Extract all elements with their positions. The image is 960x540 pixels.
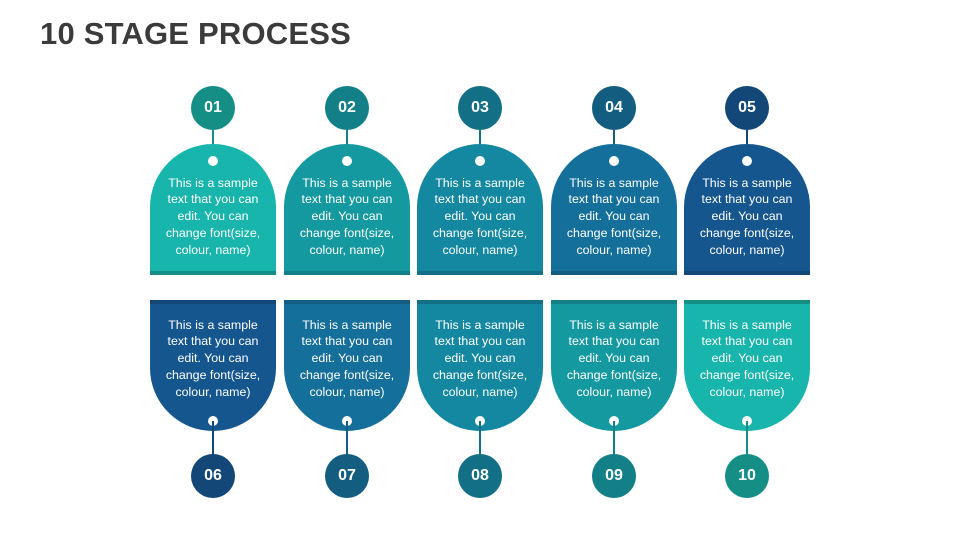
stage-text: This is a sample text that you can edit.… bbox=[432, 317, 528, 399]
page-title: 10 STAGE PROCESS bbox=[40, 16, 351, 51]
stage-07: This is a sample text that you can edit.… bbox=[284, 300, 410, 500]
card-base-bar bbox=[684, 300, 810, 304]
connector-dot bbox=[742, 156, 752, 166]
connector-line bbox=[613, 130, 615, 152]
stage-01: 01 This is a sample text that you can ed… bbox=[150, 86, 276, 282]
card-base-bar bbox=[417, 300, 543, 304]
stage-text: This is a sample text that you can edit.… bbox=[299, 317, 395, 399]
stage-card: This is a sample text that you can edit.… bbox=[417, 144, 543, 275]
stage-number-badge: 02 bbox=[325, 86, 369, 130]
stage-text: This is a sample text that you can edit.… bbox=[165, 317, 261, 399]
stage-text: This is a sample text that you can edit.… bbox=[699, 317, 795, 399]
stage-number-badge: 07 bbox=[325, 454, 369, 498]
stage-card: This is a sample text that you can edit.… bbox=[551, 300, 677, 431]
stage-05: 05 This is a sample text that you can ed… bbox=[684, 86, 810, 282]
stage-number-badge: 03 bbox=[458, 86, 502, 130]
stage-text: This is a sample text that you can edit.… bbox=[299, 175, 395, 257]
card-base-bar bbox=[417, 271, 543, 275]
stage-number-badge: 06 bbox=[191, 454, 235, 498]
stage-number-badge: 10 bbox=[725, 454, 769, 498]
stage-number-badge: 09 bbox=[592, 454, 636, 498]
card-base-bar bbox=[150, 300, 276, 304]
card-base-bar bbox=[684, 271, 810, 275]
stage-text: This is a sample text that you can edit.… bbox=[566, 175, 662, 257]
stage-text: This is a sample text that you can edit.… bbox=[566, 317, 662, 399]
connector-line bbox=[346, 421, 348, 455]
connector-line bbox=[746, 421, 748, 455]
stage-04: 04 This is a sample text that you can ed… bbox=[551, 86, 677, 282]
stage-02: 02 This is a sample text that you can ed… bbox=[284, 86, 410, 282]
connector-line bbox=[212, 421, 214, 455]
stage-08: This is a sample text that you can edit.… bbox=[417, 300, 543, 500]
connector-line bbox=[613, 421, 615, 455]
connector-dot bbox=[609, 156, 619, 166]
connector-line bbox=[746, 130, 748, 152]
stage-10: This is a sample text that you can edit.… bbox=[684, 300, 810, 500]
stage-03: 03 This is a sample text that you can ed… bbox=[417, 86, 543, 282]
stage-number-badge: 01 bbox=[191, 86, 235, 130]
connector-dot bbox=[475, 156, 485, 166]
card-base-bar bbox=[284, 300, 410, 304]
connector-dot bbox=[208, 156, 218, 166]
connector-line bbox=[479, 130, 481, 152]
stage-number-badge: 05 bbox=[725, 86, 769, 130]
card-base-bar bbox=[150, 271, 276, 275]
stage-09: This is a sample text that you can edit.… bbox=[551, 300, 677, 500]
card-base-bar bbox=[551, 300, 677, 304]
connector-line bbox=[479, 421, 481, 455]
connector-dot bbox=[342, 156, 352, 166]
stage-card: This is a sample text that you can edit.… bbox=[417, 300, 543, 431]
stage-card: This is a sample text that you can edit.… bbox=[150, 300, 276, 431]
connector-line bbox=[212, 130, 214, 152]
stage-06: This is a sample text that you can edit.… bbox=[150, 300, 276, 500]
card-base-bar bbox=[551, 271, 677, 275]
card-base-bar bbox=[284, 271, 410, 275]
stage-card: This is a sample text that you can edit.… bbox=[284, 300, 410, 431]
stage-text: This is a sample text that you can edit.… bbox=[432, 175, 528, 257]
stage-text: This is a sample text that you can edit.… bbox=[165, 175, 261, 257]
stage-card: This is a sample text that you can edit.… bbox=[684, 300, 810, 431]
stage-number-badge: 04 bbox=[592, 86, 636, 130]
connector-line bbox=[346, 130, 348, 152]
stage-text: This is a sample text that you can edit.… bbox=[699, 175, 795, 257]
stage-card: This is a sample text that you can edit.… bbox=[150, 144, 276, 275]
stage-number-badge: 08 bbox=[458, 454, 502, 498]
